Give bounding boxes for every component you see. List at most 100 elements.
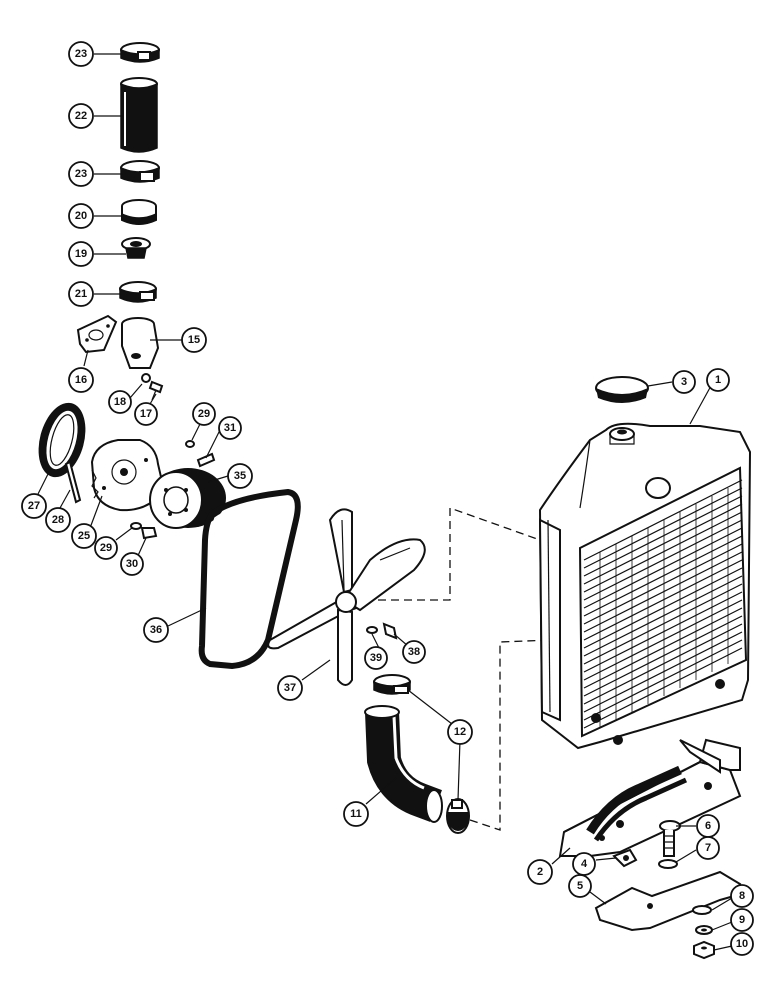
hose-clamp-upper: [120, 42, 160, 63]
callout-1: 1: [706, 368, 730, 392]
callout-label: 27: [28, 500, 40, 512]
callout-3: 3: [672, 370, 696, 394]
callout-8: 8: [730, 884, 754, 908]
callout-23-top: 23: [68, 41, 94, 67]
callout-label: 8: [739, 890, 745, 902]
thermostat-sleeve: [121, 199, 157, 225]
callout-label: 5: [577, 880, 583, 892]
callout-35: 35: [227, 463, 253, 489]
callout-label: 3: [681, 376, 687, 388]
radiator-fins: [583, 479, 743, 729]
radiator-filler-neck: [609, 427, 635, 445]
callout-16: 16: [68, 367, 94, 393]
callout-label: 36: [150, 624, 162, 636]
callout-19: 19: [68, 241, 94, 267]
radiator-core: [538, 422, 752, 750]
callout-31: 31: [218, 416, 242, 440]
callout-5: 5: [568, 874, 592, 898]
callout-label: 1: [715, 374, 721, 386]
callout-label: 15: [188, 334, 200, 346]
callout-label: 23: [75, 48, 87, 60]
callout-6: 6: [696, 814, 720, 838]
radiator-base-bracket: [558, 738, 742, 857]
pump-washers: [130, 440, 216, 540]
drain-cock: [612, 848, 638, 868]
callout-20: 20: [68, 203, 94, 229]
callout-label: 29: [198, 408, 210, 420]
thermostat: [121, 237, 151, 259]
callout-label: 21: [75, 288, 87, 300]
cooling-fan: [267, 508, 426, 686]
callout-2: 2: [527, 859, 553, 885]
lower-hose: [364, 705, 443, 823]
callout-label: 29: [100, 542, 112, 554]
callout-label: 31: [224, 422, 236, 434]
callout-23-lower: 23: [68, 161, 94, 187]
callout-label: 30: [126, 558, 138, 570]
pump-stud: [64, 460, 82, 504]
callout-29-upper: 29: [192, 402, 216, 426]
callout-label: 19: [75, 248, 87, 260]
callout-label: 38: [408, 646, 420, 658]
callout-label: 11: [350, 808, 362, 820]
lockwasher-9: [695, 925, 713, 935]
callout-36: 36: [143, 617, 169, 643]
fan-pulley: [149, 468, 226, 529]
callout-12: 12: [447, 719, 473, 745]
callout-label: 23: [75, 168, 87, 180]
outlet-gasket: [76, 314, 118, 354]
callout-label: 6: [705, 820, 711, 832]
callout-15: 15: [181, 327, 207, 353]
lower-hose-clamp-top: [373, 674, 411, 695]
washer-8: [692, 905, 712, 915]
callout-4: 4: [572, 852, 596, 876]
callout-label: 12: [454, 726, 466, 738]
callout-label: 17: [140, 408, 152, 420]
callout-21: 21: [68, 281, 94, 307]
callout-label: 7: [705, 842, 711, 854]
upper-hose: [120, 77, 158, 153]
elbow-bolts: [141, 373, 164, 401]
callout-label: 37: [284, 682, 296, 694]
callout-9: 9: [730, 908, 754, 932]
pump-gasket: [38, 402, 86, 478]
callout-label: 9: [739, 914, 745, 926]
callout-label: 16: [75, 374, 87, 386]
callout-7: 7: [696, 836, 720, 860]
callout-label: 10: [736, 938, 748, 950]
callout-label: 28: [52, 514, 64, 526]
callout-label: 2: [537, 866, 543, 878]
callout-11: 11: [343, 801, 369, 827]
shim-plate: [594, 870, 742, 932]
leader-lines: [37, 53, 733, 951]
callout-label: 20: [75, 210, 87, 222]
callout-label: 22: [75, 110, 87, 122]
fan-bolts: [366, 622, 398, 640]
thermostat-clamp: [119, 281, 157, 303]
callout-label: 18: [114, 396, 126, 408]
callout-29-lower: 29: [94, 536, 118, 560]
callout-28: 28: [45, 507, 71, 533]
water-outlet-elbow: [121, 317, 160, 369]
callout-label: 39: [370, 652, 382, 664]
callout-25: 25: [71, 523, 97, 549]
callout-17: 17: [134, 402, 158, 426]
callout-label: 25: [78, 530, 90, 542]
hose-clamp-lower: [120, 160, 160, 183]
callout-label: 35: [234, 470, 246, 482]
lower-hose-clamp-bottom: [446, 798, 470, 834]
callout-38: 38: [402, 640, 426, 664]
radiator-cap: [595, 376, 649, 403]
callout-label: 4: [581, 858, 588, 870]
fan-belt: [198, 488, 301, 670]
callout-22: 22: [68, 103, 94, 129]
callout-27: 27: [21, 493, 47, 519]
callout-30: 30: [120, 552, 144, 576]
nut-10: [693, 940, 715, 960]
mounting-washer: [658, 859, 678, 869]
callout-37: 37: [277, 675, 303, 701]
callout-10: 10: [730, 932, 754, 956]
callout-39: 39: [364, 646, 388, 670]
callout-18: 18: [108, 390, 132, 414]
